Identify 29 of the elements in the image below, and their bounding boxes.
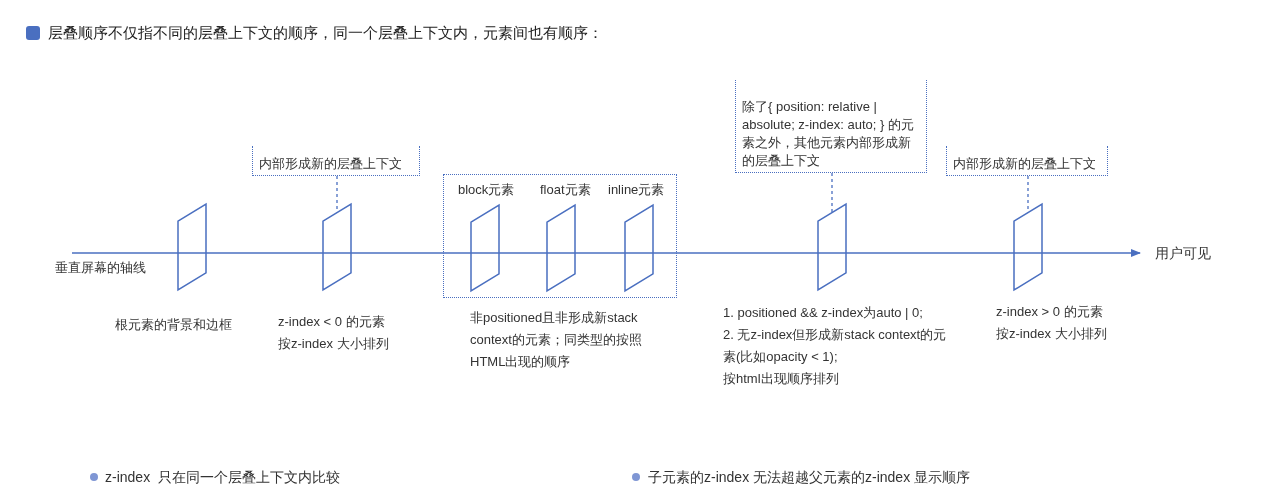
leader-line <box>831 172 833 214</box>
callout-box: 除了{ position: relative | absolute; z-index: auto; } 的元素之外，其他元素内部形成新的层叠上下文 <box>735 80 927 173</box>
layer-caption: 按html出现顺序排列 <box>723 370 840 388</box>
layer-caption: 按z-index 大小排列 <box>278 335 390 353</box>
layer-caption: z-index < 0 的元素 <box>278 313 386 331</box>
layer-caption: 按z-index 大小排列 <box>996 325 1108 343</box>
group-caption: 非positioned且非形成新stack context的元素；同类型的按照HTML出现的顺序 <box>470 309 643 371</box>
layer-plane <box>178 204 206 290</box>
title: 层叠顺序不仅指不同的层叠上下文的顺序，同一个层叠上下文内，元素间也有顺序： <box>48 23 603 43</box>
layer-label: float元素 <box>540 181 592 199</box>
layer-caption: 根元素的背景和边框 <box>115 316 233 334</box>
layer-caption: 1. positioned && z-index为auto | 0; <box>723 304 924 322</box>
layer-label: block元素 <box>458 181 516 199</box>
layer-plane <box>547 205 575 291</box>
callout-box: 内部形成新的层叠上下文 <box>946 146 1108 176</box>
layer-plane <box>625 205 653 291</box>
axis-end-label: 用户可见 <box>1155 244 1211 263</box>
layer-plane <box>323 204 351 290</box>
layer-label: inline元素 <box>608 181 666 199</box>
layer-caption: z-index > 0 的元素 <box>996 303 1104 321</box>
note: 子元素的z-index 无法超越父元素的z-index 显示顺序 <box>648 468 971 487</box>
layer-plane <box>818 204 846 290</box>
layer-plane <box>1014 204 1042 290</box>
axis-label: 垂直屏幕的轴线 <box>55 259 146 277</box>
layer-caption: 2. 无z-index但形成新stack context的元素(比如opacity < 1); <box>723 326 948 366</box>
layer-plane <box>471 205 499 291</box>
callout-box: 内部形成新的层叠上下文 <box>252 146 420 176</box>
group-frame <box>443 174 677 298</box>
note: z-index 只在同一个层叠上下文内比较 <box>105 468 340 487</box>
